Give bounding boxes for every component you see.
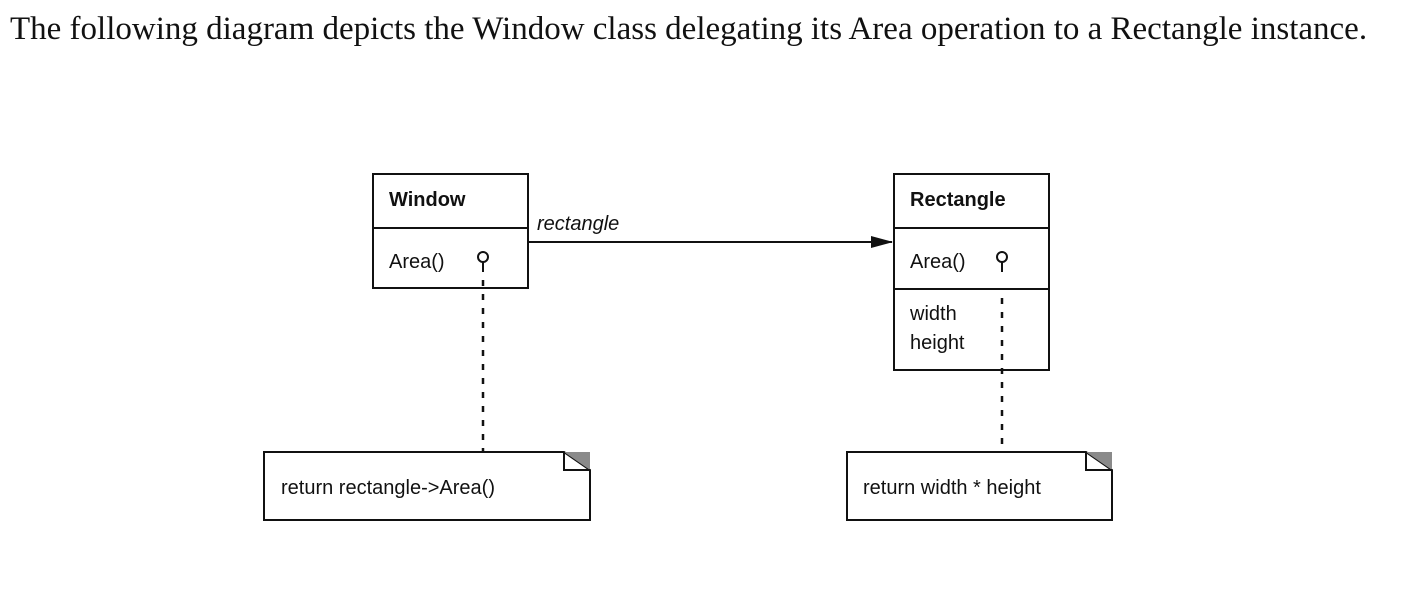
association-label: rectangle: [537, 213, 619, 235]
rectangle-attribute-width: width: [909, 303, 957, 325]
rectangle-note: return width * height: [846, 451, 1113, 521]
caption-text: The following diagram depicts the Window…: [10, 11, 1368, 47]
rectangle-class-name: Rectangle: [910, 189, 1006, 211]
rectangle-implementation-marker: [996, 251, 1008, 263]
rectangle-class-box: Rectangle Area() width height: [893, 173, 1050, 371]
window-implementation-marker: [477, 251, 489, 263]
rectangle-attribute-height: height: [910, 332, 965, 354]
window-note-folded-corner: [564, 452, 590, 470]
window-class-box: Window Area(): [372, 173, 529, 289]
window-note: return rectangle->Area(): [263, 451, 591, 521]
rectangle-operation-area: Area(): [910, 251, 966, 273]
association-arrow: rectangle: [527, 213, 893, 248]
window-note-text: return rectangle->Area(): [281, 477, 495, 499]
rectangle-note-folded-corner: [1086, 452, 1112, 470]
window-operation-area: Area(): [389, 251, 445, 273]
rectangle-note-text: return width * height: [863, 477, 1041, 499]
window-class-name: Window: [389, 189, 466, 211]
